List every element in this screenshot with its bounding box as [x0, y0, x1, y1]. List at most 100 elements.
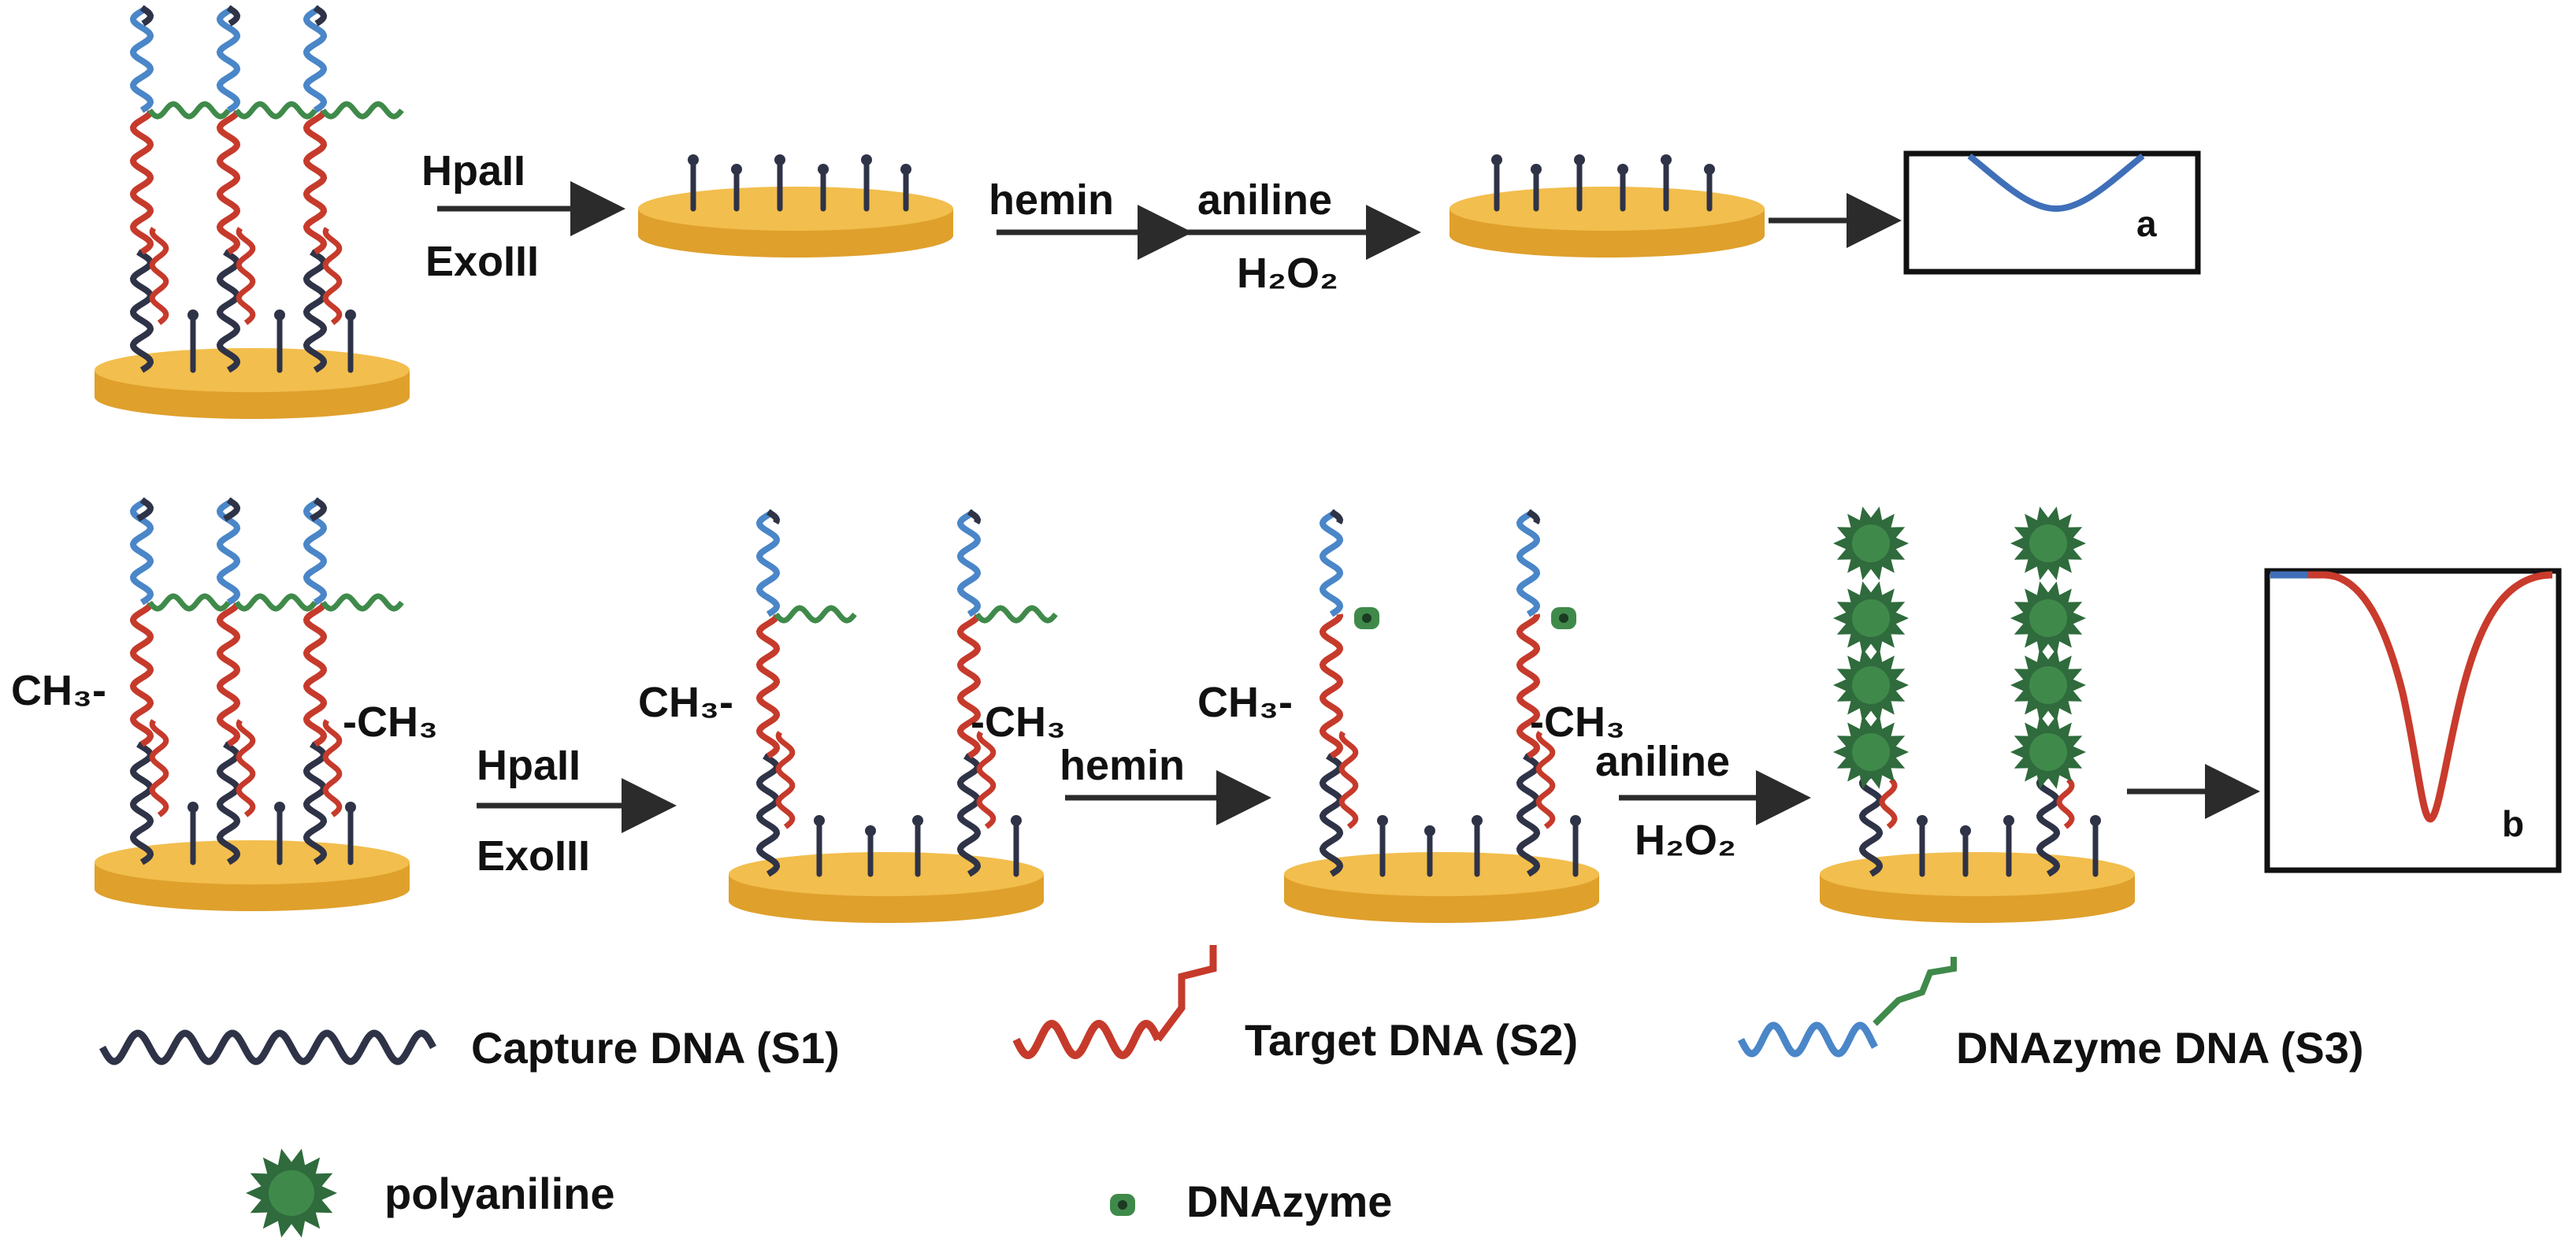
row-b: CH₃- -CH₃ HpaII ExoIII CH₃- -CH₃ hemin C…	[11, 497, 2562, 923]
dnazyme-dna-strand	[755, 509, 781, 617]
panel-label-b: b	[2502, 803, 2524, 844]
probe-tip	[345, 802, 356, 813]
target-dna-tail	[236, 719, 256, 817]
dnazyme-tail	[234, 101, 317, 120]
target-dna-strand	[755, 613, 781, 759]
capture-dna-top	[310, 497, 328, 522]
electrode-a2	[638, 154, 953, 258]
probe-tip	[1011, 815, 1022, 826]
arrow-b-step1: HpaII ExoIII	[477, 742, 677, 880]
capture-dna-strand	[1516, 753, 1541, 877]
target-dna-strand	[303, 602, 328, 747]
dnazyme-icon	[1110, 1194, 1135, 1216]
target-dna-strand	[216, 602, 241, 747]
row-a: HpaII ExoIII hemin aniline H₂O₂ a	[95, 5, 2201, 419]
capture-dna-helix-icon	[99, 1029, 436, 1065]
legend-polyaniline-label: polyaniline	[384, 1169, 615, 1218]
panel-label-a: a	[2136, 203, 2157, 244]
target-dna-strand	[216, 109, 241, 255]
capture-dna-strand	[303, 741, 328, 865]
polyaniline-core	[2029, 524, 2067, 562]
dnazyme-dna-strand	[216, 5, 241, 113]
capture-dna-strand	[129, 741, 154, 865]
arrow-a-step3: aniline H₂O₂	[1182, 176, 1421, 297]
capture-dna-top	[967, 509, 982, 525]
target-dna-strand	[956, 613, 982, 759]
capture-dna-strand	[216, 249, 241, 373]
probe-tip	[900, 164, 911, 175]
target-dna-strand	[1516, 613, 1541, 759]
label-hpaii-b: HpaII	[477, 742, 581, 789]
polyaniline-core	[2029, 733, 2067, 771]
capture-dna-strand	[755, 753, 781, 877]
gold-electrode-disk-icon	[95, 840, 410, 884]
target-dna-tail	[1535, 731, 1556, 829]
polyaniline-core	[1852, 524, 1890, 562]
electrode-a1	[95, 5, 410, 419]
probe-tip	[1574, 154, 1585, 165]
capture-dna-strand	[216, 741, 241, 865]
dnazyme-dna-helix	[1737, 1021, 1878, 1058]
target-dna-tail	[1155, 945, 1217, 1042]
probe-tip	[1491, 154, 1502, 165]
electrode-b3	[1284, 509, 1599, 923]
target-dna-tail	[236, 227, 256, 325]
dnazyme-tail	[234, 593, 317, 612]
target-dna-strand	[129, 109, 154, 255]
probe-tip	[274, 309, 285, 321]
gold-electrode-disk-icon	[638, 187, 953, 231]
probe-tip	[2003, 815, 2014, 826]
probe-tip	[1617, 164, 1628, 175]
dnazyme-tail	[774, 605, 857, 624]
signal-frame-a	[1903, 150, 2201, 275]
signal-panel-a: a	[1903, 150, 2201, 275]
legend: Capture DNA (S1) Target DNA (S2) DNAzyme…	[99, 945, 2364, 1238]
probe-tip	[1960, 825, 1971, 836]
probe-tip	[1472, 815, 1483, 826]
polyaniline-core	[1852, 666, 1890, 704]
arrow-a-step2: hemin	[989, 176, 1193, 260]
arrow-b-step3: aniline H₂O₂	[1595, 738, 1811, 864]
capture-dna-strand	[1319, 753, 1344, 877]
label-ch3-right-3: -CH₃	[1530, 699, 1625, 746]
probe-tip	[774, 154, 785, 165]
capture-dna-strand	[2036, 769, 2061, 877]
capture-dna-top	[223, 497, 241, 522]
probe-tip	[187, 802, 199, 813]
dnazyme-dna-strand	[303, 5, 328, 113]
target-dna-tail	[149, 719, 169, 817]
capture-dna-strand	[1858, 769, 1884, 877]
dnazyme-tail	[974, 605, 1058, 624]
target-dna-tail	[1879, 777, 1898, 829]
dnazyme-dna-strand	[1319, 509, 1344, 617]
probe-tip	[1570, 815, 1581, 826]
legend-dnazyme-label: DNAzyme	[1186, 1177, 1392, 1226]
probe-tip	[731, 164, 742, 175]
probe-tip	[1661, 154, 1672, 165]
signal-curve-large	[2270, 571, 2553, 823]
probe-tip	[865, 825, 876, 836]
polyaniline-core	[1852, 733, 1890, 771]
target-dna-tail	[322, 227, 343, 325]
polyaniline-core	[2029, 666, 2067, 704]
target-dna-strand	[129, 602, 154, 747]
label-aniline-a: aniline	[1197, 176, 1332, 224]
capture-dna-top	[1526, 509, 1541, 525]
probe-tip	[1917, 815, 1928, 826]
gold-electrode-disk-icon	[729, 852, 1044, 896]
target-dna-helix-icon	[1012, 945, 1217, 1059]
signal-curve-small	[1967, 153, 2145, 213]
dnazyme-core	[1559, 613, 1568, 623]
dnazyme-tail	[147, 593, 231, 612]
label-exoiii-a: ExoIII	[425, 238, 539, 285]
capture-dna-top	[136, 497, 154, 522]
label-h2o2-a: H₂O₂	[1237, 250, 1338, 297]
electrode-b2	[729, 509, 1058, 923]
target-dna-tail	[149, 227, 169, 325]
probe-tip	[1531, 164, 1542, 175]
probe-tip	[1704, 164, 1715, 175]
target-dna-strand	[303, 109, 328, 255]
target-dna-helix	[1012, 1020, 1162, 1059]
dnazyme-tail	[147, 101, 231, 120]
probe-tip	[818, 164, 829, 175]
